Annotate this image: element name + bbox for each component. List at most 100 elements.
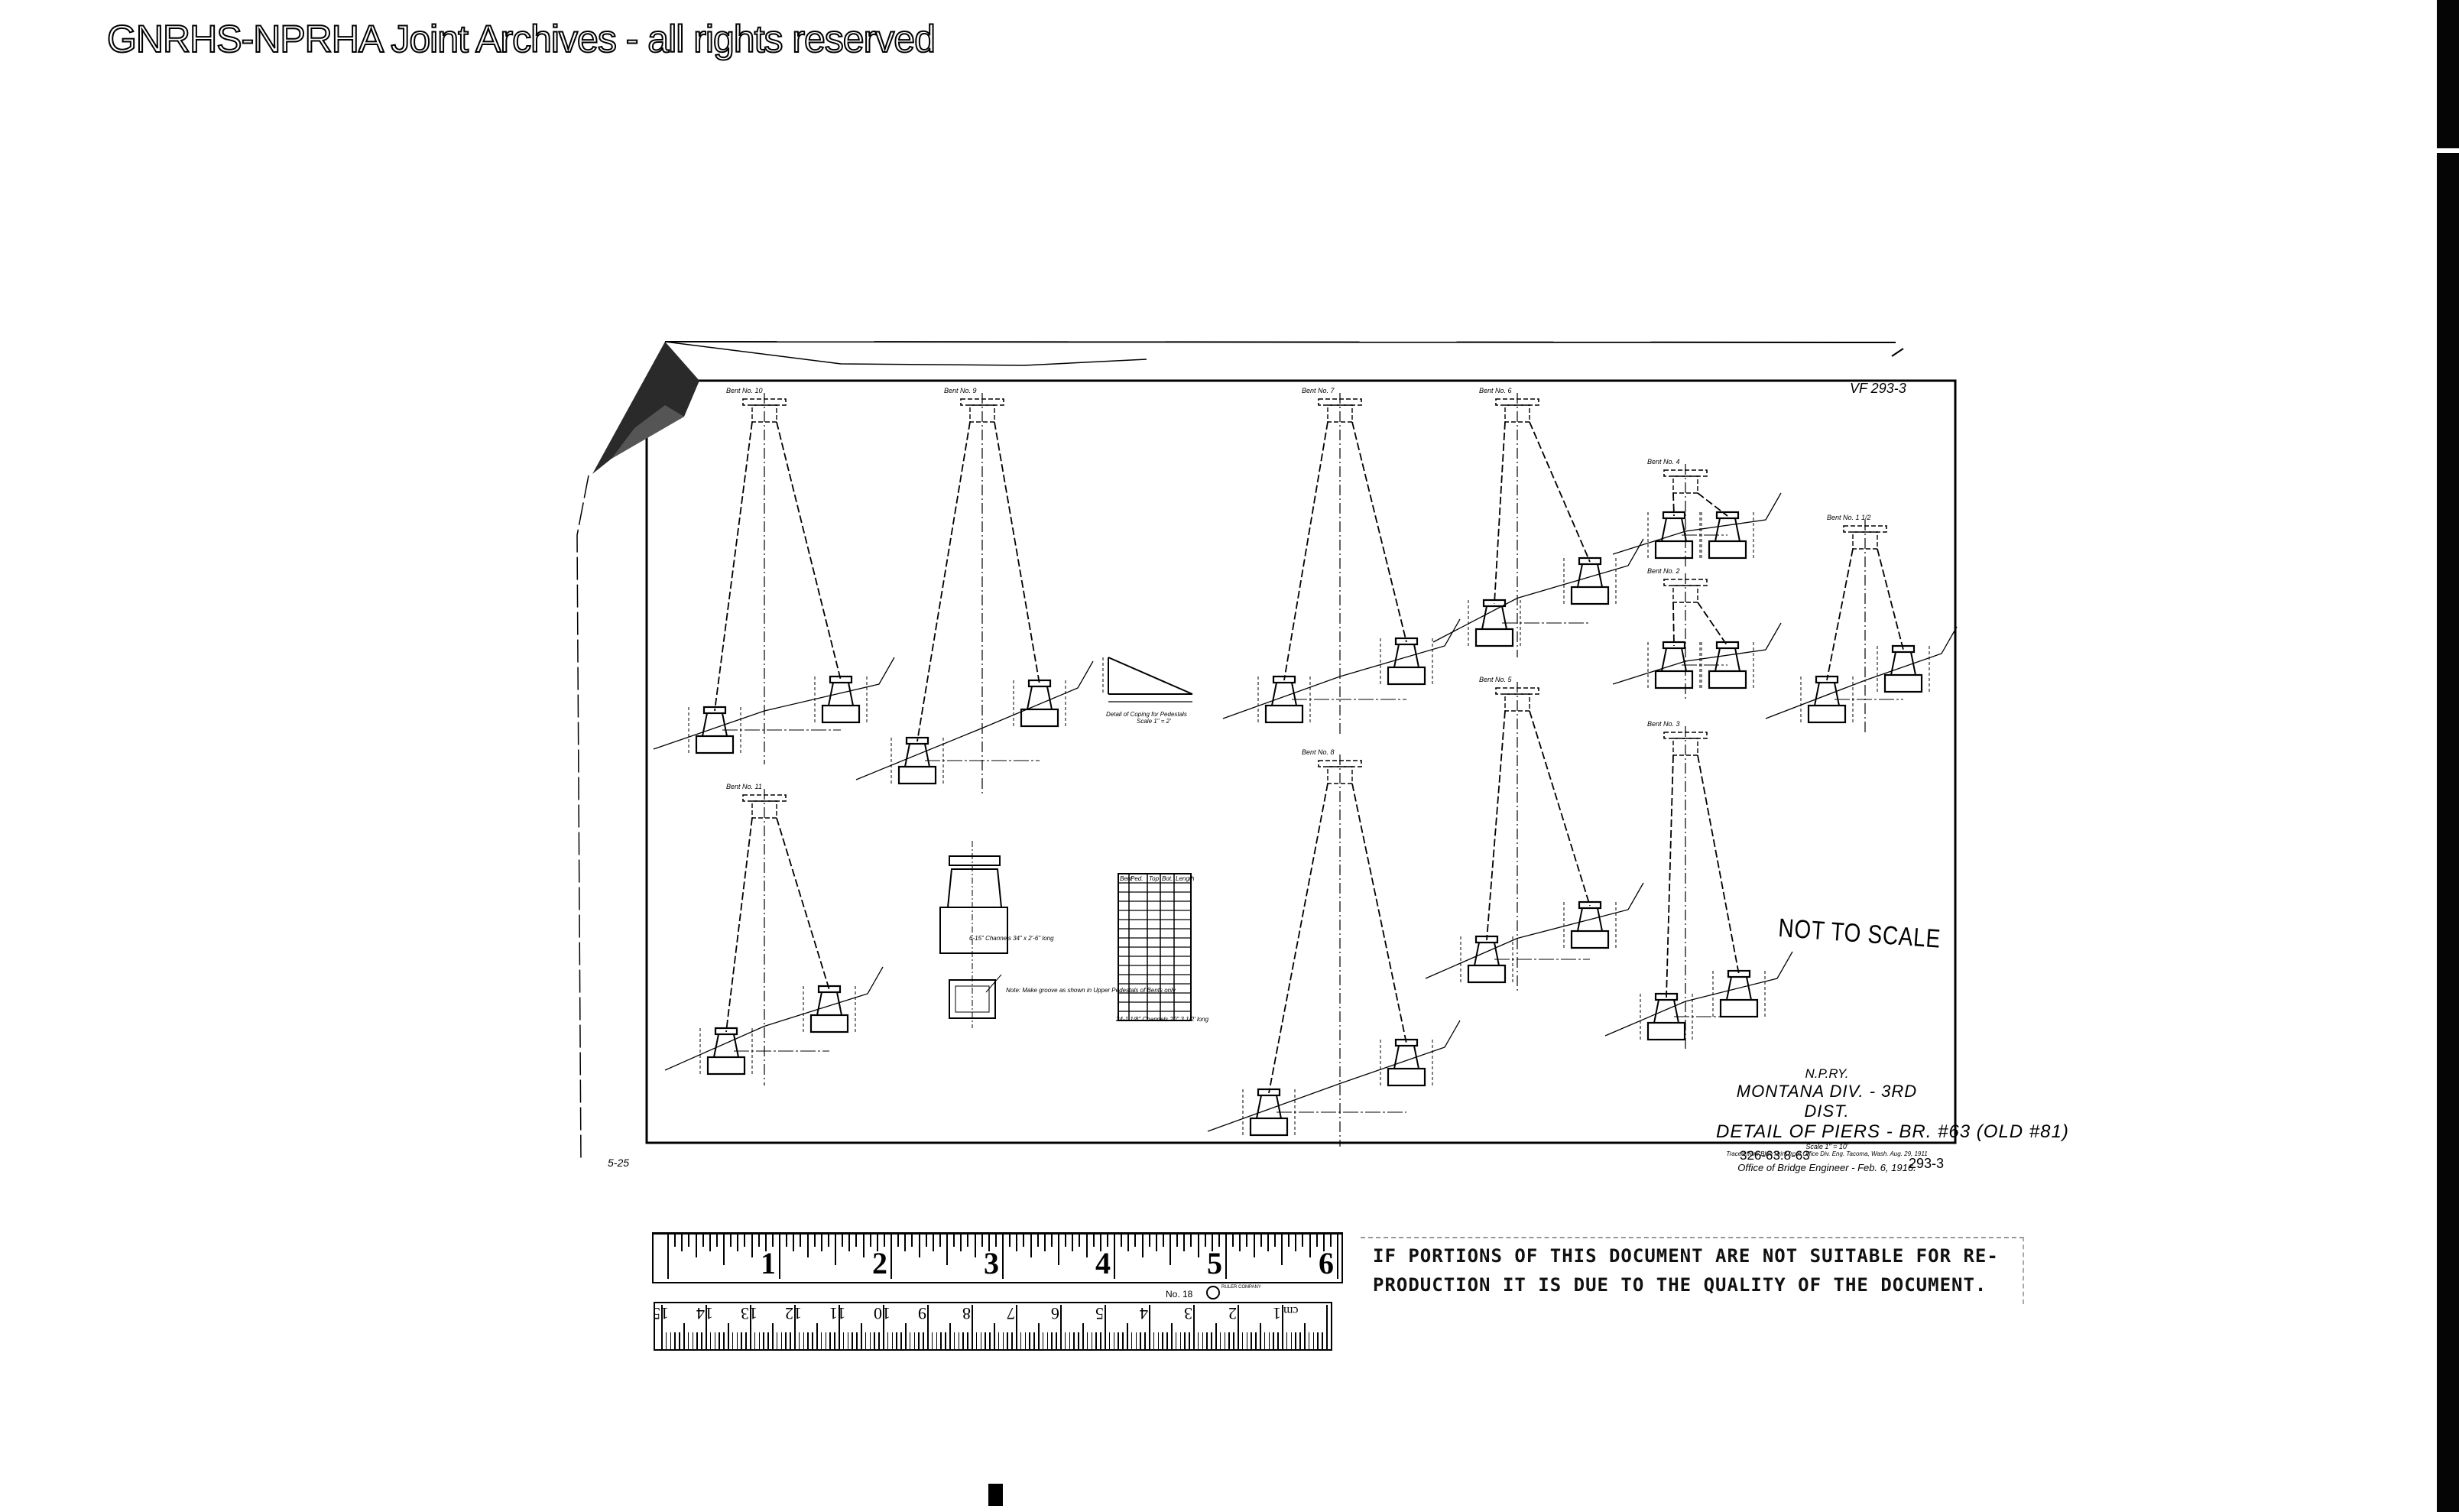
cm-ruler-tick (829, 1332, 831, 1349)
cm-ruler-tick (790, 1332, 791, 1349)
cm-ruler-tick (940, 1332, 942, 1349)
ruler-model: No. 18 (1166, 1289, 1193, 1299)
pedestal (688, 706, 741, 754)
cm-ruler-tick (794, 1305, 796, 1349)
anchor-detail (939, 841, 1008, 1028)
inch-ruler-tick (1169, 1235, 1171, 1265)
cm-ruler-tick (736, 1332, 738, 1349)
cm-ruler-tick (887, 1332, 889, 1349)
cm-ruler-label: 15 (654, 1304, 669, 1323)
cm-ruler-tick (1007, 1332, 1008, 1349)
margin-note: 5-25 (608, 1157, 630, 1169)
cm-ruler-tick (1140, 1332, 1141, 1349)
pedestal (1468, 599, 1521, 647)
inch-ruler-tick (1162, 1235, 1164, 1247)
cm-ruler-label: 3 (1184, 1304, 1192, 1323)
cm-ruler-tick (719, 1332, 720, 1349)
pedestal (1647, 641, 1701, 689)
inch-ruler-tick (1114, 1235, 1115, 1279)
cm-ruler-tick (1273, 1332, 1274, 1349)
cm-ruler-tick (896, 1332, 897, 1349)
cm-ruler-tick (1131, 1332, 1133, 1349)
inch-ruler-tick (695, 1235, 697, 1257)
folded-corner (592, 342, 699, 474)
inch-ruler-tick (953, 1235, 955, 1247)
inch-ruler-tick (1176, 1235, 1179, 1247)
cm-ruler-tick (1105, 1305, 1106, 1349)
inch-ruler-tick (1190, 1235, 1192, 1247)
cm-ruler-tick (706, 1305, 707, 1349)
pedestal-table-header: Length (1176, 875, 1195, 882)
inch-ruler-tick (806, 1235, 809, 1257)
inch-ruler-tick (688, 1235, 690, 1247)
cm-ruler-tick (1246, 1332, 1248, 1349)
pier-label: Bent No. 5 (1479, 676, 1513, 683)
cm-ruler-label: 11 (829, 1304, 846, 1323)
cm-ruler-tick (1016, 1305, 1017, 1349)
cm-ruler-label: 8 (962, 1304, 971, 1323)
coping-detail-scale: Scale 1" = 2' (1137, 718, 1171, 725)
scan-edge-border (2437, 0, 2459, 1512)
cm-ruler-tick (1322, 1332, 1323, 1349)
inch-ruler-tick (939, 1235, 941, 1247)
inch-ruler-label: 6 (1319, 1246, 1334, 1280)
cm-ruler-tick (1135, 1332, 1137, 1349)
cm-ruler-tick (1051, 1332, 1053, 1349)
cm-ruler-tick (820, 1332, 822, 1349)
cm-ruler-tick (807, 1332, 809, 1349)
inch-ruler-tick (1309, 1235, 1311, 1257)
inch-ruler-tick (1273, 1235, 1276, 1247)
cm-ruler-tick (1086, 1332, 1088, 1349)
cm-ruler-tick (679, 1332, 680, 1349)
cm-ruler-tick (1197, 1332, 1199, 1349)
inch-ruler-tick (1225, 1235, 1227, 1279)
inch-ruler-tick (827, 1235, 829, 1247)
inch-ruler-tick (1246, 1235, 1248, 1247)
cm-ruler-tick (980, 1332, 982, 1349)
inch-ruler-tick (835, 1235, 836, 1265)
inch-ruler-tick (1023, 1235, 1025, 1247)
anchor-note: Note: Make groove as shown in Upper Pede… (1006, 987, 1176, 994)
cm-ruler-tick (1157, 1332, 1160, 1349)
cm-ruler-tick (709, 1332, 712, 1349)
inch-ruler-tick (981, 1235, 983, 1247)
inch-ruler-tick (737, 1235, 739, 1251)
inch-ruler-tick (779, 1235, 780, 1279)
inch-ruler-tick (876, 1235, 878, 1251)
cm-ruler-tick (1251, 1332, 1252, 1349)
title-main: DETAIL OF PIERS - BR. #63 (OLD #81) (1716, 1121, 2069, 1142)
cm-ruler-tick (732, 1332, 734, 1349)
cm-ruler-tick (923, 1332, 924, 1349)
cm-ruler-tick (750, 1305, 751, 1349)
cm-ruler-tick (1144, 1332, 1146, 1349)
inch-ruler-tick (723, 1235, 725, 1265)
title-traced-from: Traced from Blue Print from Office Div. … (1726, 1150, 1928, 1157)
title-office: Office of Bridge Engineer - Feb. 6, 1916… (1737, 1162, 1916, 1173)
cm-ruler-tick (1193, 1305, 1195, 1349)
inch-ruler-tick (1322, 1235, 1325, 1251)
cm-ruler-tick (714, 1332, 716, 1349)
cm-ruler-tick (785, 1332, 787, 1349)
inch-ruler-tick (820, 1235, 822, 1251)
cm-ruler-tick (1312, 1332, 1315, 1349)
cm-ruler-tick (1277, 1332, 1279, 1349)
pedestal (1640, 992, 1693, 1041)
cm-ruler-tick (825, 1332, 827, 1349)
cm-ruler-tick (985, 1332, 986, 1349)
cm-ruler-tick (931, 1332, 933, 1349)
pedestal (1877, 644, 1930, 693)
cm-ruler-tick (661, 1305, 663, 1349)
inch-ruler-tick (674, 1235, 676, 1247)
inch-ruler-tick (715, 1235, 718, 1247)
cm-ruler-tick (1024, 1332, 1027, 1349)
cm-ruler-tick (1211, 1332, 1212, 1349)
inch-ruler-tick (1239, 1235, 1241, 1251)
coping-detail (1102, 657, 1193, 702)
pedestal (803, 985, 856, 1033)
cm-ruler-tick (1184, 1332, 1186, 1349)
inch-ruler-tick (793, 1235, 795, 1251)
cm-ruler-tick (1260, 1323, 1261, 1349)
inch-ruler-tick (960, 1235, 962, 1251)
cm-ruler-label: 13 (741, 1304, 757, 1323)
cm-ruler-tick (798, 1332, 800, 1349)
